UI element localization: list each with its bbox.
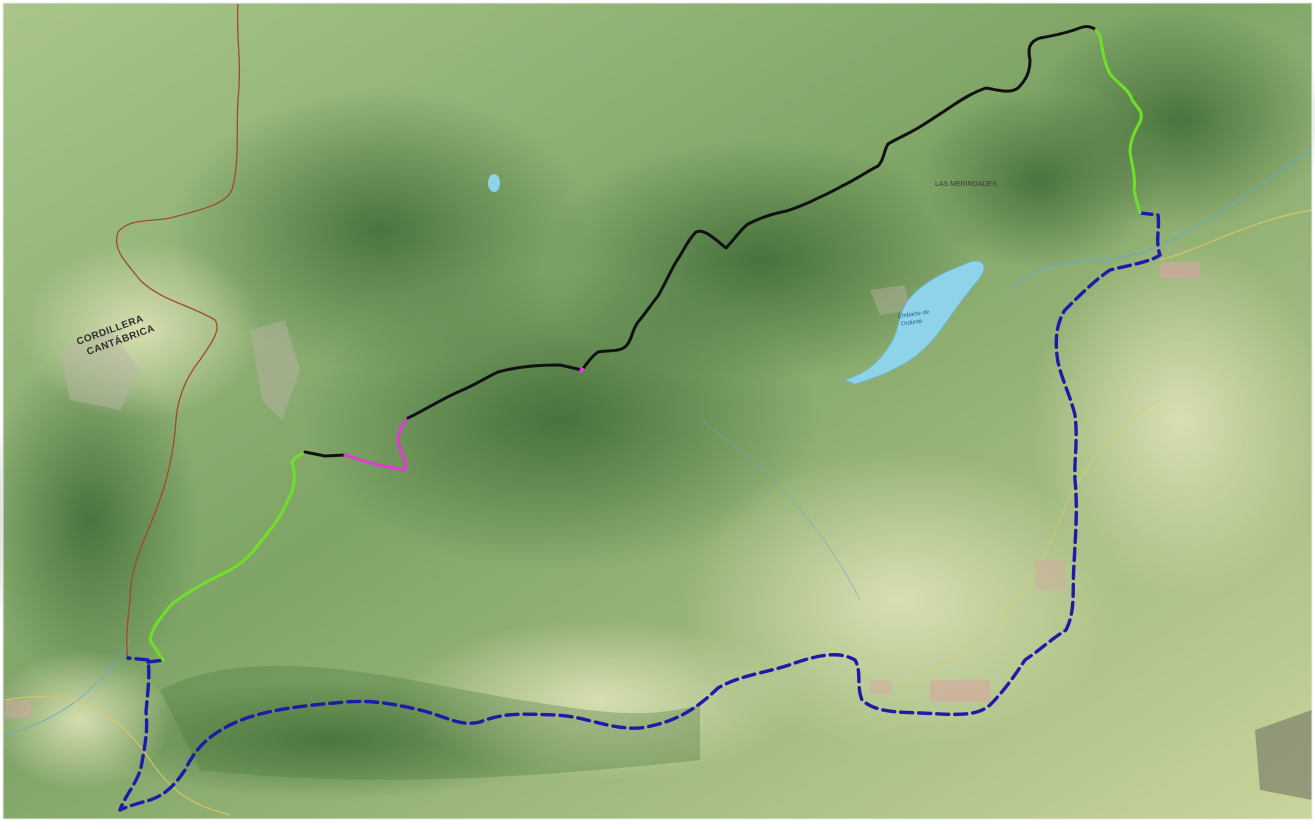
river (699, 419, 861, 601)
farmland (0, 650, 170, 790)
rocky-area (250, 320, 300, 420)
town (5, 700, 31, 718)
route-blue-dashed[interactable] (118, 211, 1162, 812)
route-green-west[interactable] (148, 450, 307, 662)
administrative-border (115, 3, 241, 661)
farmland (1030, 240, 1315, 600)
forest-ridge (170, 90, 590, 370)
farmland (680, 450, 1120, 750)
river (4, 639, 131, 736)
forest-ridge (920, 90, 1160, 270)
forest-ridge (540, 140, 980, 380)
route-black-main[interactable] (406, 25, 1098, 420)
town (1160, 262, 1200, 278)
reservoir (843, 260, 985, 385)
route-waypoint[interactable] (579, 367, 585, 373)
road (4, 696, 231, 816)
reservoir-label: Embalse de Ordunte (897, 309, 932, 328)
rocky-area (870, 285, 910, 315)
farmland (400, 620, 800, 780)
valley-forest (160, 665, 700, 780)
region-label-merindades: LAS MERINDADES (935, 181, 997, 188)
forest-ridge (0, 350, 200, 690)
rocky-area (60, 330, 140, 410)
river (1009, 149, 1313, 291)
town (930, 680, 990, 702)
town (870, 680, 892, 694)
town (1035, 560, 1065, 590)
small-lake (488, 174, 500, 192)
road (899, 399, 1161, 691)
road (1159, 209, 1313, 261)
route-green-east[interactable] (1094, 28, 1143, 215)
rocky-area (1255, 710, 1312, 800)
route-black-segment[interactable] (303, 450, 347, 458)
route-magenta[interactable] (343, 416, 410, 472)
